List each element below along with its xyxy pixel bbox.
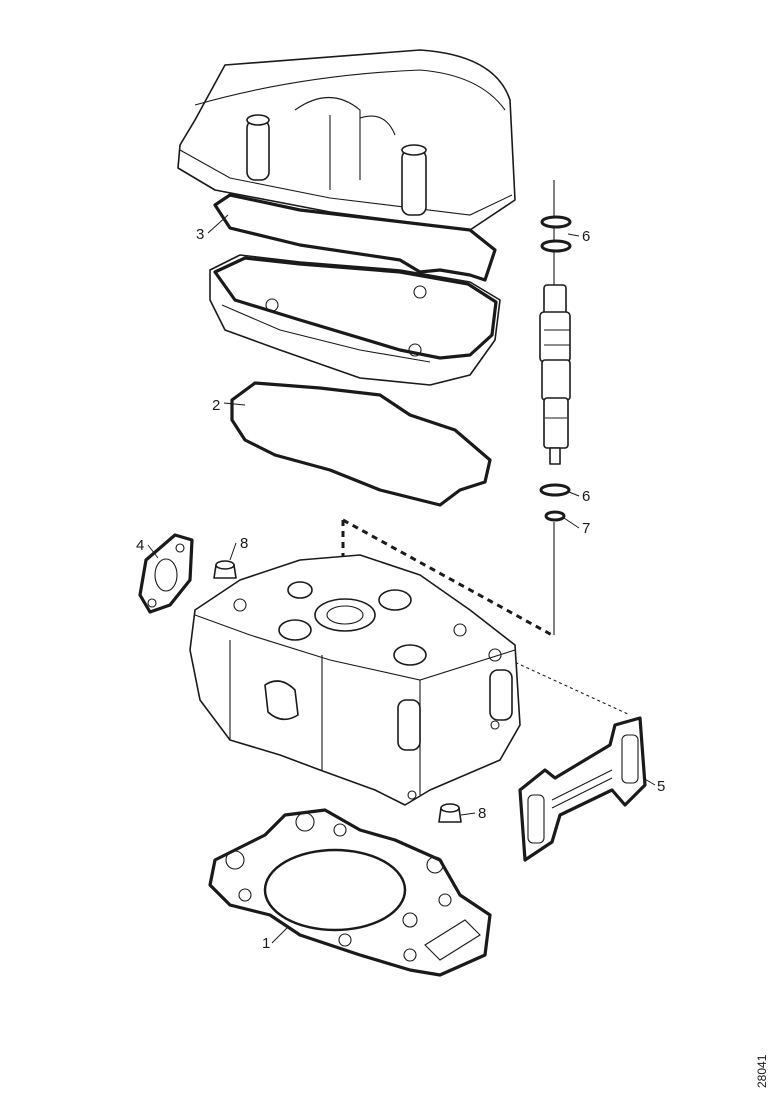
alignment-dashed-line: [341, 518, 631, 716]
valve-seal-top: [213, 560, 237, 579]
cover-gasket-3: [213, 193, 497, 282]
callout-3: 3: [196, 226, 204, 243]
callout-1: 1: [262, 935, 270, 952]
callout-6-bottom: 6: [582, 488, 590, 505]
figure-reference: 28041: [755, 1054, 769, 1088]
callout-7: 7: [582, 520, 590, 537]
valve-cover: [177, 49, 516, 231]
callout-5: 5: [657, 778, 665, 795]
exhaust-gasket-5: [518, 716, 647, 862]
valve-seal-bottom: [438, 803, 462, 823]
callout-8-top: 8: [240, 535, 248, 552]
injector-assembly: [539, 180, 572, 635]
manifold-gasket-4: [138, 533, 194, 614]
callout-6-top: 6: [582, 228, 590, 245]
callout-2: 2: [212, 397, 220, 414]
leader-lines: [147, 214, 656, 944]
callout-4: 4: [136, 537, 144, 554]
rocker-housing: [209, 254, 501, 386]
callout-8-bottom: 8: [478, 805, 486, 822]
cylinder-head: [189, 554, 521, 806]
gasket-2: [230, 381, 492, 507]
head-gasket-1: [208, 808, 492, 977]
